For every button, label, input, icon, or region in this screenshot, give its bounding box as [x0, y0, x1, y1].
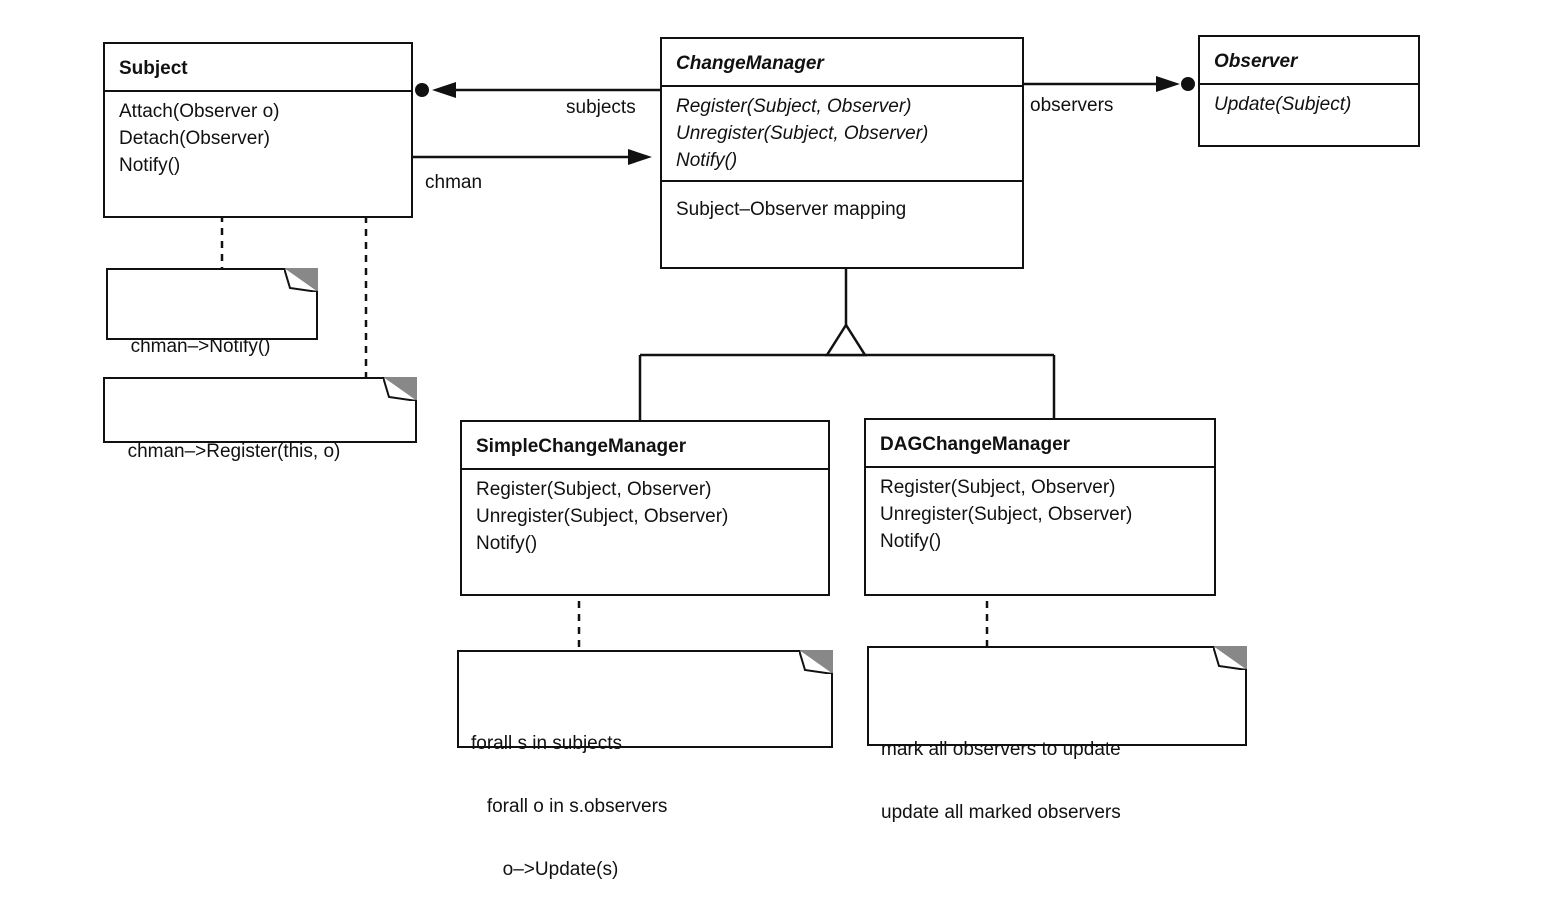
subject-operations: Attach(Observer o) Detach(Observer) Noti…: [105, 92, 411, 185]
note-simple-line-1: forall s in subjects: [471, 733, 623, 754]
observer-operations: Update(Subject): [1200, 85, 1418, 124]
inheritance-triangle: [824, 322, 868, 357]
subjects-dot: [415, 83, 429, 97]
dag-change-manager-class-name: DAGChangeManager: [866, 420, 1214, 468]
observers-arrowhead: [1156, 76, 1180, 92]
change-manager-op-unregister: Unregister(Subject, Observer): [676, 123, 929, 144]
change-manager-attr-mapping: Subject–Observer mapping: [676, 199, 907, 220]
note-subject-notify-text: chman–>Notify(): [130, 336, 271, 357]
note-corner-icon: [383, 377, 417, 401]
note-corner-icon: [1213, 646, 1247, 670]
simple-change-manager-class: SimpleChangeManager Register(Subject, Ob…: [460, 420, 830, 596]
simple-change-manager-operations: Register(Subject, Observer) Unregister(S…: [462, 470, 828, 563]
dag-op-register: Register(Subject, Observer): [880, 477, 1116, 498]
observer-op-update: Update(Subject): [1214, 94, 1352, 115]
dag-change-manager-class: DAGChangeManager Register(Subject, Obser…: [864, 418, 1216, 596]
dag-op-notify: Notify(): [880, 531, 942, 552]
note-corner-icon: [284, 268, 318, 292]
change-manager-class-name: ChangeManager: [662, 39, 1022, 87]
simple-op-register: Register(Subject, Observer): [476, 479, 712, 500]
dag-op-unregister: Unregister(Subject, Observer): [880, 504, 1133, 525]
subject-class-name: Subject: [105, 44, 411, 92]
note-simple-line-2: forall o in s.observers: [471, 796, 668, 817]
note-dag-line-1: mark all observers to update: [881, 739, 1121, 760]
subject-op-attach: Attach(Observer o): [119, 101, 280, 122]
simple-change-manager-class-name: SimpleChangeManager: [462, 422, 828, 470]
subject-class: Subject Attach(Observer o) Detach(Observ…: [103, 42, 413, 218]
subject-op-notify: Notify(): [119, 155, 181, 176]
change-manager-op-notify: Notify(): [676, 150, 738, 171]
note-subject-attach: chman–>Register(this, o): [103, 377, 417, 462]
note-subject-notify: chman–>Notify(): [106, 268, 318, 357]
label-subjects: subjects: [566, 97, 636, 118]
change-manager-class: ChangeManager Register(Subject, Observer…: [660, 37, 1024, 269]
observers-dot: [1181, 77, 1195, 91]
label-observers: observers: [1030, 95, 1114, 116]
note-dag-notify: mark all observers to update update all …: [867, 646, 1247, 823]
change-manager-attributes: Subject–Observer mapping: [662, 180, 1022, 229]
observer-class-name: Observer: [1200, 37, 1418, 85]
note-corner-icon: [799, 650, 833, 674]
change-manager-operations: Register(Subject, Observer) Unregister(S…: [662, 87, 1022, 180]
label-chman: chman: [425, 172, 483, 193]
change-manager-op-register: Register(Subject, Observer): [676, 96, 912, 117]
note-simple-notify: forall s in subjects forall o in s.obser…: [457, 650, 833, 880]
subject-op-detach: Detach(Observer): [119, 128, 270, 149]
simple-op-unregister: Unregister(Subject, Observer): [476, 506, 729, 527]
chman-arrowhead: [628, 149, 652, 165]
simple-op-notify: Notify(): [476, 533, 538, 554]
observer-class: Observer Update(Subject): [1198, 35, 1420, 147]
subjects-arrowhead: [432, 82, 456, 98]
note-subject-attach-text: chman–>Register(this, o): [127, 441, 341, 462]
note-simple-line-3: o–>Update(s): [471, 859, 619, 880]
note-dag-line-2: update all marked observers: [881, 802, 1121, 823]
dag-change-manager-operations: Register(Subject, Observer) Unregister(S…: [866, 468, 1214, 561]
